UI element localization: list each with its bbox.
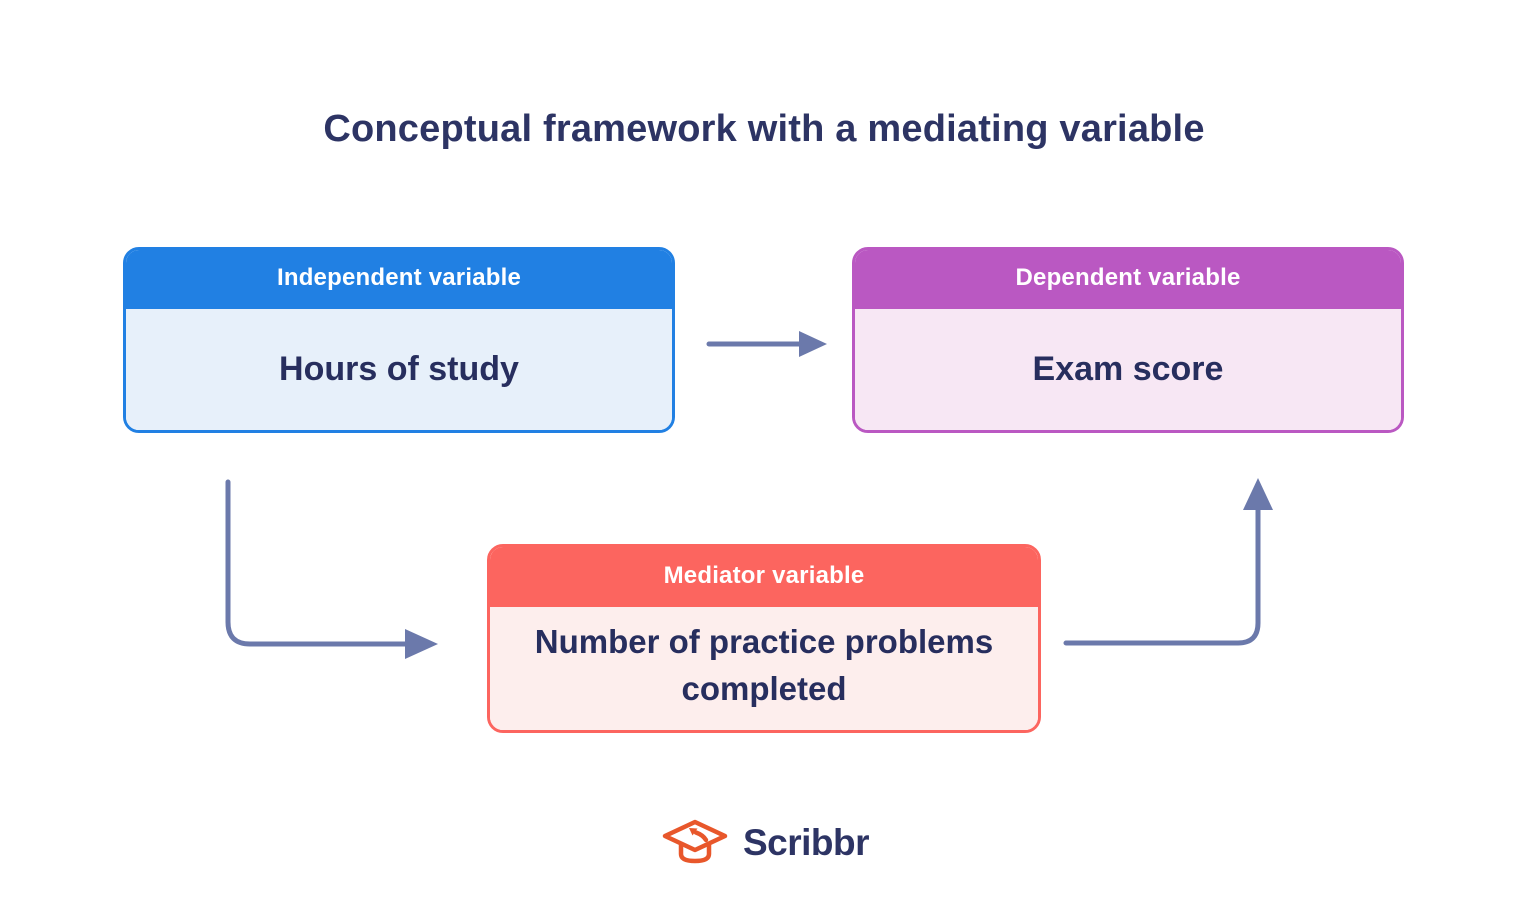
scribbr-logo: Scribbr (0, 818, 1528, 868)
dependent-variable-box: Dependent variable Exam score (852, 247, 1404, 433)
arrow-independent-to-mediator (225, 479, 438, 659)
independent-variable-value: Hours of study (126, 309, 672, 430)
independent-variable-header: Independent variable (126, 250, 672, 309)
dependent-variable-value: Exam score (855, 309, 1401, 430)
mediator-variable-value: Number of practice problems completed (490, 607, 1038, 730)
dependent-variable-header: Dependent variable (855, 250, 1401, 309)
mediator-variable-box: Mediator variable Number of practice pro… (487, 544, 1041, 733)
graduation-cap-icon (662, 819, 728, 864)
diagram-title: Conceptual framework with a mediating va… (323, 108, 1205, 150)
scribbr-wordmark: Scribbr (742, 822, 870, 863)
independent-variable-box: Independent variable Hours of study (123, 247, 675, 433)
arrow-independent-to-dependent (706, 331, 827, 357)
arrow-mediator-to-dependent (1063, 478, 1273, 646)
mediator-variable-header: Mediator variable (490, 547, 1038, 607)
